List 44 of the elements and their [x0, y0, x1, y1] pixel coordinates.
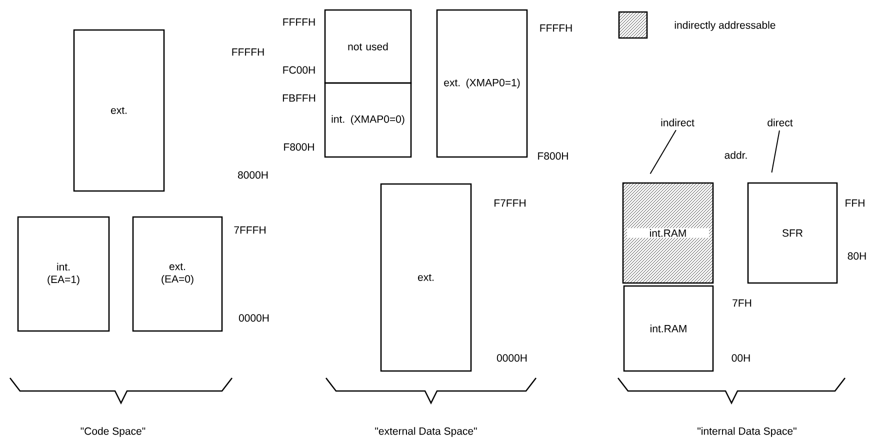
node-label: ext. [418, 274, 434, 281]
address-label: FC00H [283, 66, 315, 74]
memory-box [324, 9, 412, 84]
leader-text: direct [768, 118, 793, 126]
node-label: int. (EA=1) [48, 262, 80, 286]
address-label: 0000H [238, 314, 269, 322]
address-label: FBFFH [282, 94, 316, 102]
caption: "external Data Space" [375, 427, 477, 437]
node-label: int. (XMAP0=0) [332, 115, 404, 125]
address-label: 00H [732, 354, 750, 362]
address-label: 0000H [496, 354, 527, 362]
memory-box [17, 216, 110, 332]
node-label: ext. (XMAP0=1) [444, 78, 520, 88]
leader-line [771, 130, 780, 174]
address-label: F800H [284, 143, 314, 151]
memory-box [380, 183, 472, 372]
address-label: F7FFH [494, 199, 526, 207]
node-label: not used [348, 42, 388, 50]
memory-box [132, 216, 223, 332]
address-label: FFFFH [540, 24, 572, 32]
memory-box [623, 285, 714, 372]
legend-text: indirectly addressable [674, 21, 776, 31]
caption: "internal Data Space" [698, 427, 796, 437]
memory-box [747, 182, 838, 284]
addr-label: addr. [724, 151, 747, 159]
address-label: 7FFFH [234, 226, 266, 234]
node-label: int.RAM [650, 324, 686, 332]
hatched-memory-box [622, 182, 714, 284]
address-label: FFFFH [283, 18, 315, 26]
memory-box [73, 29, 165, 192]
node-label: ext. (EA=0) [162, 263, 194, 285]
node-label: SFR [782, 229, 803, 237]
leader-text: indirect [661, 118, 694, 126]
node-label: int.RAM [650, 229, 686, 237]
address-label: 7FH [732, 299, 752, 307]
caption: "Code Space" [80, 427, 146, 437]
address-label: 80H [848, 252, 866, 260]
address-label: FFFFH [232, 48, 264, 56]
address-label: 8000H [238, 171, 268, 179]
node-label: ext. [110, 107, 127, 114]
address-label: F800H [538, 152, 568, 160]
memory-box [436, 9, 528, 158]
leader-line [650, 130, 676, 174]
memory-box [324, 82, 412, 158]
